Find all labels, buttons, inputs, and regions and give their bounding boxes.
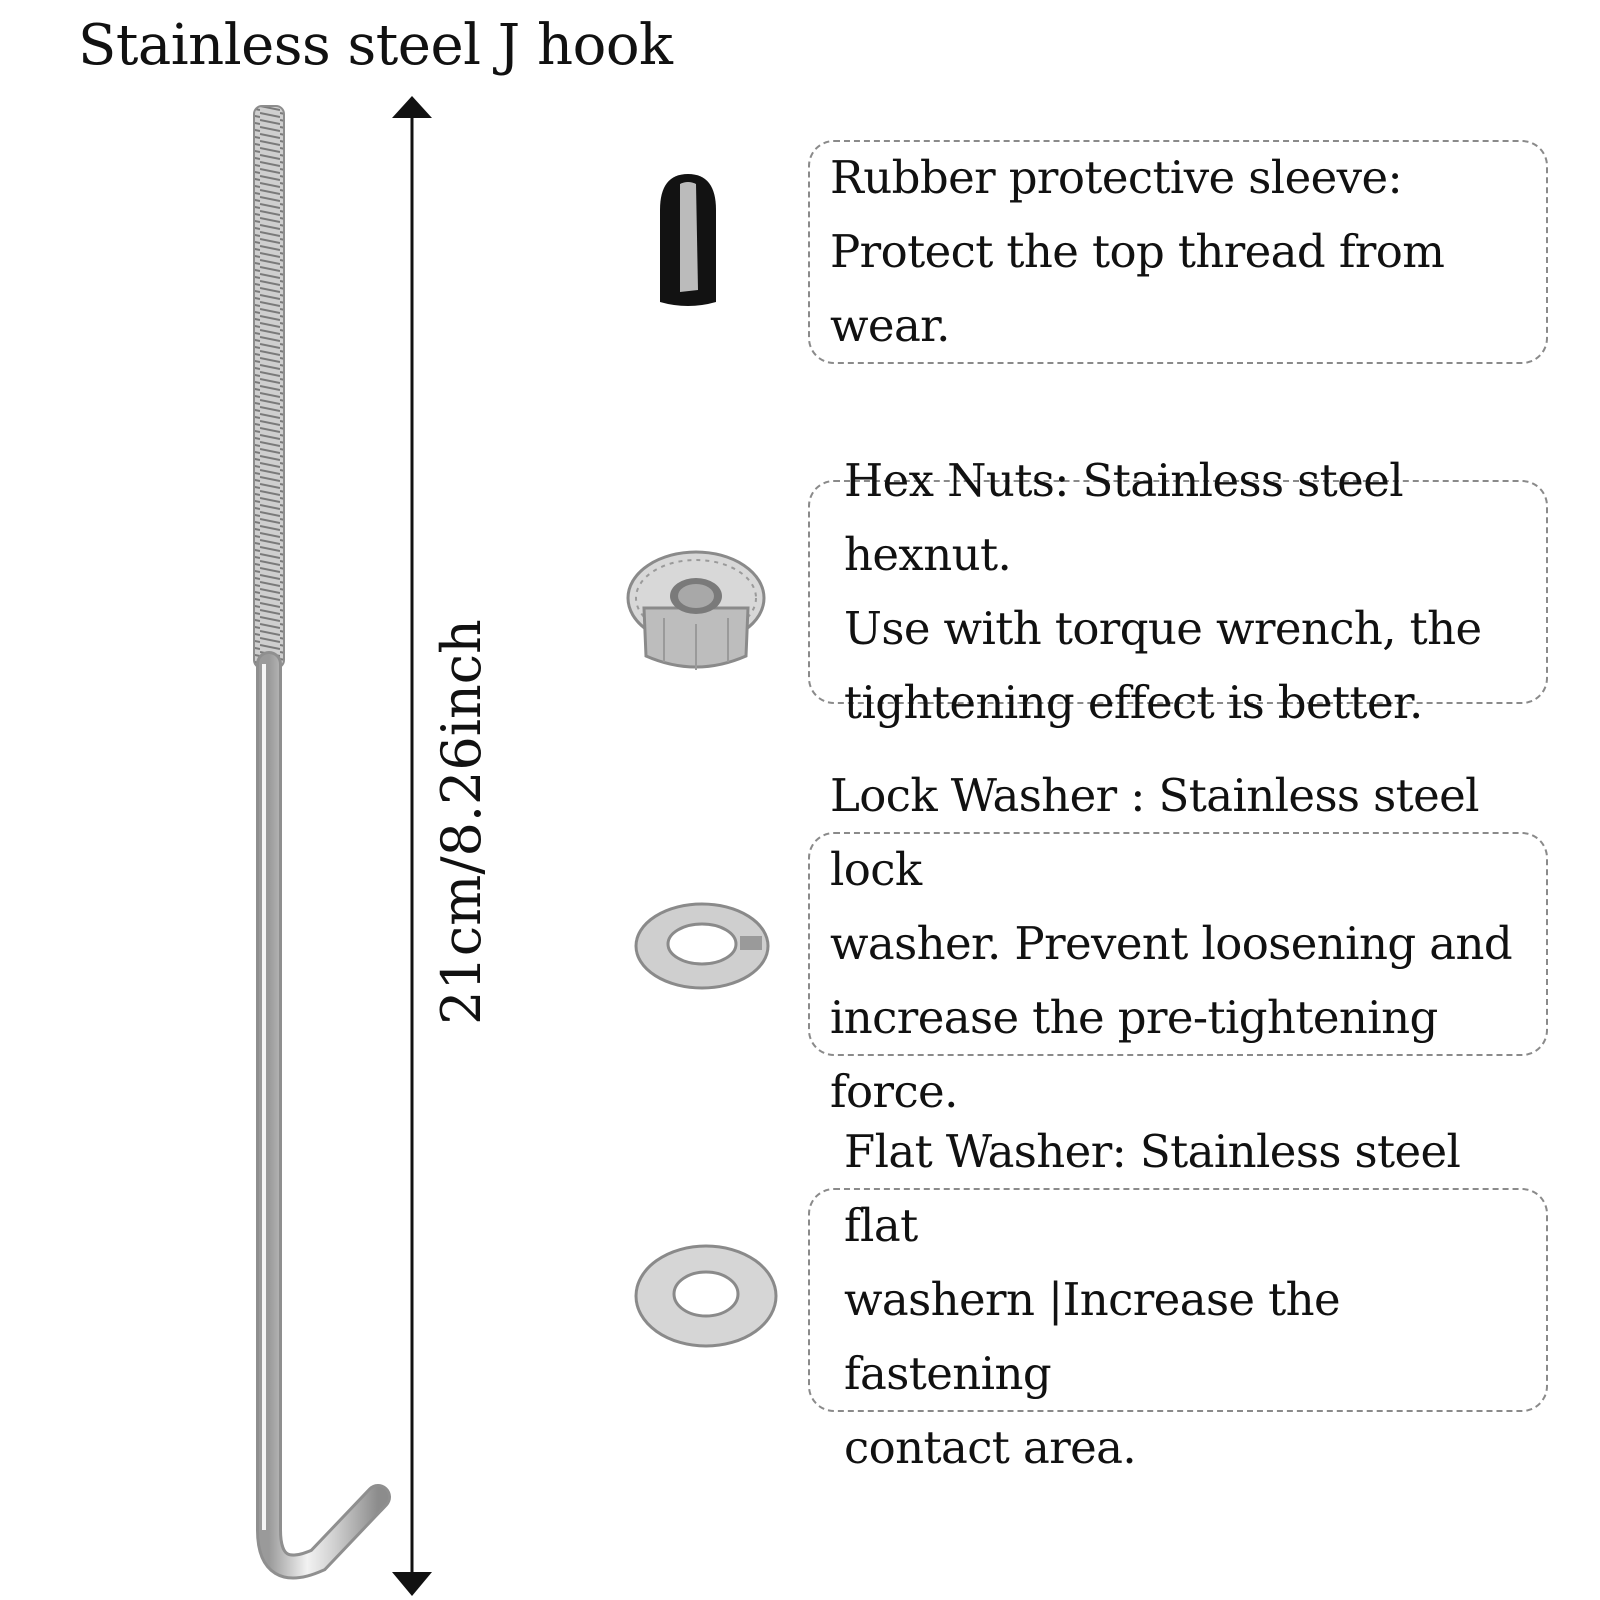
flat-washer-icon bbox=[634, 1244, 778, 1348]
hook-shaft bbox=[256, 651, 391, 1580]
flat-washer-card: Flat Washer: Stainless steel flat washer… bbox=[808, 1125, 1548, 1474]
rubber-sleeve-text: Rubber protective sleeve: Protect the to… bbox=[830, 151, 1445, 352]
flat-washer-text: Flat Washer: Stainless steel flat washer… bbox=[844, 1125, 1461, 1474]
rubber-cap-icon bbox=[660, 174, 716, 306]
dimension-label: 21cm/8.26inch bbox=[430, 619, 493, 1025]
lock-washer-card: Lock Washer : Stainless steel lock washe… bbox=[808, 769, 1548, 1118]
hex-nut-card: Hex Nuts: Stainless steel hexnut. Use wi… bbox=[808, 454, 1548, 729]
flange-hex-nut-icon bbox=[626, 550, 766, 670]
lock-washer-text: Lock Washer : Stainless steel lock washe… bbox=[830, 769, 1513, 1118]
page-title: Stainless steel J hook bbox=[78, 13, 673, 78]
lock-washer-icon bbox=[634, 902, 770, 990]
hex-nut-text: Hex Nuts: Stainless steel hexnut. Use wi… bbox=[844, 454, 1482, 729]
threaded-section bbox=[253, 105, 285, 669]
rubber-sleeve-card: Rubber protective sleeve: Protect the to… bbox=[808, 140, 1548, 364]
dimension-arrow bbox=[392, 96, 432, 1596]
